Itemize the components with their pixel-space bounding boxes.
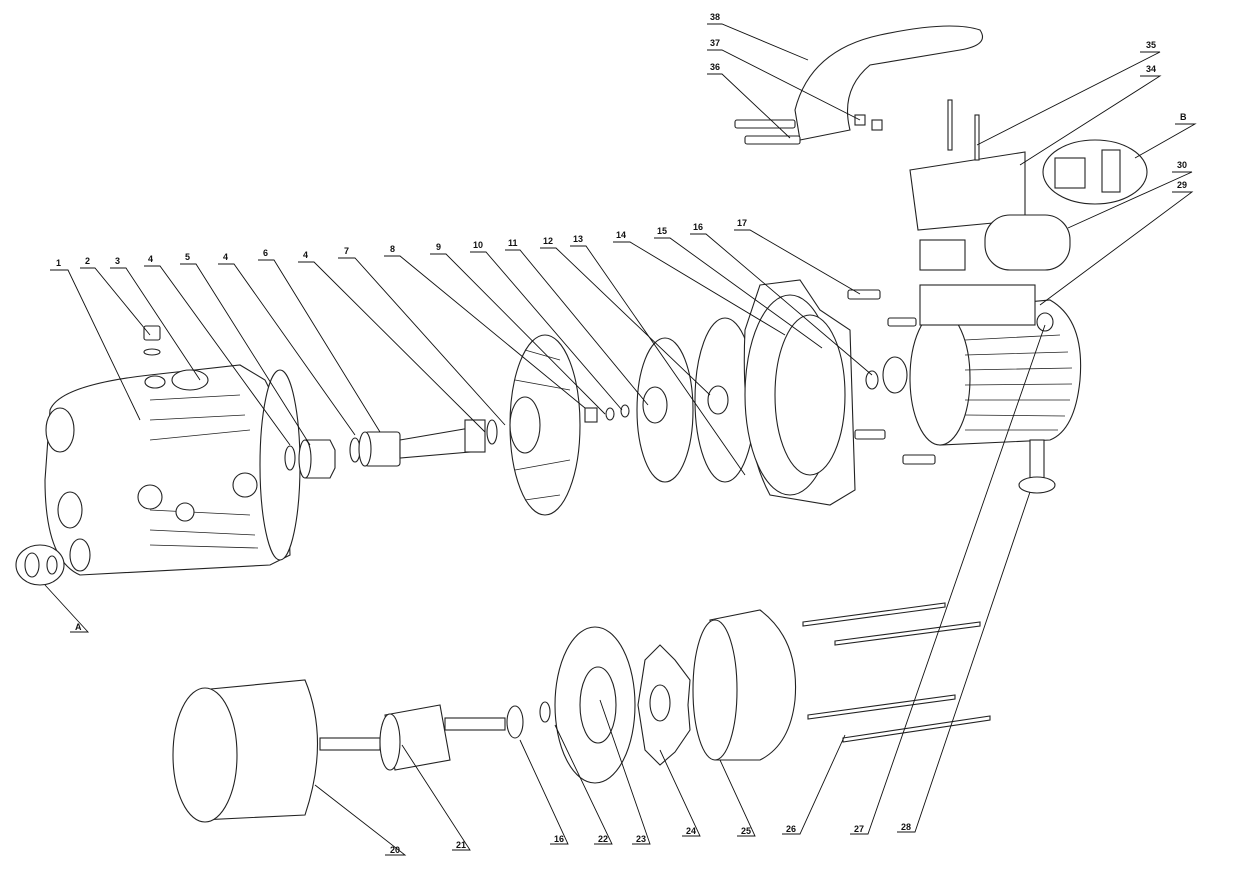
callout-10: 10 [473, 240, 483, 250]
callout-9: 9 [436, 242, 441, 252]
callout-37: 37 [710, 38, 720, 48]
diffuser [509, 334, 630, 516]
detail-b-switch [1042, 139, 1148, 205]
callout-16: 16 [693, 222, 703, 232]
callout-27: 27 [854, 824, 864, 834]
callout-leaders [44, 23, 1197, 856]
detail-a [15, 544, 65, 586]
foot [1018, 439, 1056, 494]
callout-34: 34 [1146, 64, 1156, 74]
callout-3: 3 [115, 256, 120, 266]
callout-5: 5 [185, 252, 190, 262]
fan-cover [692, 609, 797, 761]
motor-housing [909, 284, 1082, 446]
callout-35: 35 [1146, 40, 1156, 50]
callout-22: 22 [598, 834, 608, 844]
callout-12: 12 [543, 236, 553, 246]
callout-25: 25 [741, 826, 751, 836]
motor-bracket [743, 279, 936, 506]
callout-17: 17 [737, 218, 747, 228]
fan [637, 644, 691, 766]
callout-4: 4 [223, 252, 228, 262]
callout-6: 6 [263, 248, 268, 258]
callout-labels: 1 2 3 4 5 4 6 4 7 8 9 10 11 12 13 14 15 … [56, 12, 1187, 855]
callout-13: 13 [573, 234, 583, 244]
seals-and-venturi [284, 419, 498, 479]
callout-7: 7 [344, 246, 349, 256]
pump-body [44, 364, 301, 576]
terminal-box [909, 99, 1071, 271]
impeller [636, 317, 756, 483]
callout-15: 15 [657, 226, 667, 236]
callout-20: 20 [390, 845, 400, 855]
callout-36: 36 [710, 62, 720, 72]
callout-16: 16 [554, 834, 564, 844]
callout-b: B [1180, 112, 1187, 122]
stator [172, 679, 319, 823]
callout-23: 23 [636, 834, 646, 844]
callout-29: 29 [1177, 180, 1187, 190]
callout-24: 24 [686, 826, 696, 836]
rotor-shaft [319, 701, 551, 771]
callout-11: 11 [508, 238, 518, 248]
callout-30: 30 [1177, 160, 1187, 170]
handle [734, 25, 984, 145]
rear-cover [554, 626, 636, 784]
callout-38: 38 [710, 12, 720, 22]
drain-plug [143, 325, 161, 356]
callout-14: 14 [616, 230, 626, 240]
callout-2: 2 [85, 256, 90, 266]
callout-4: 4 [148, 254, 153, 264]
callout-26: 26 [786, 824, 796, 834]
callout-28: 28 [901, 822, 911, 832]
callout-8: 8 [390, 244, 395, 254]
tie-rods [802, 602, 991, 743]
callout-a: A [75, 622, 82, 632]
callout-4: 4 [303, 250, 308, 260]
callout-21: 21 [456, 840, 466, 850]
callout-1: 1 [56, 258, 61, 268]
